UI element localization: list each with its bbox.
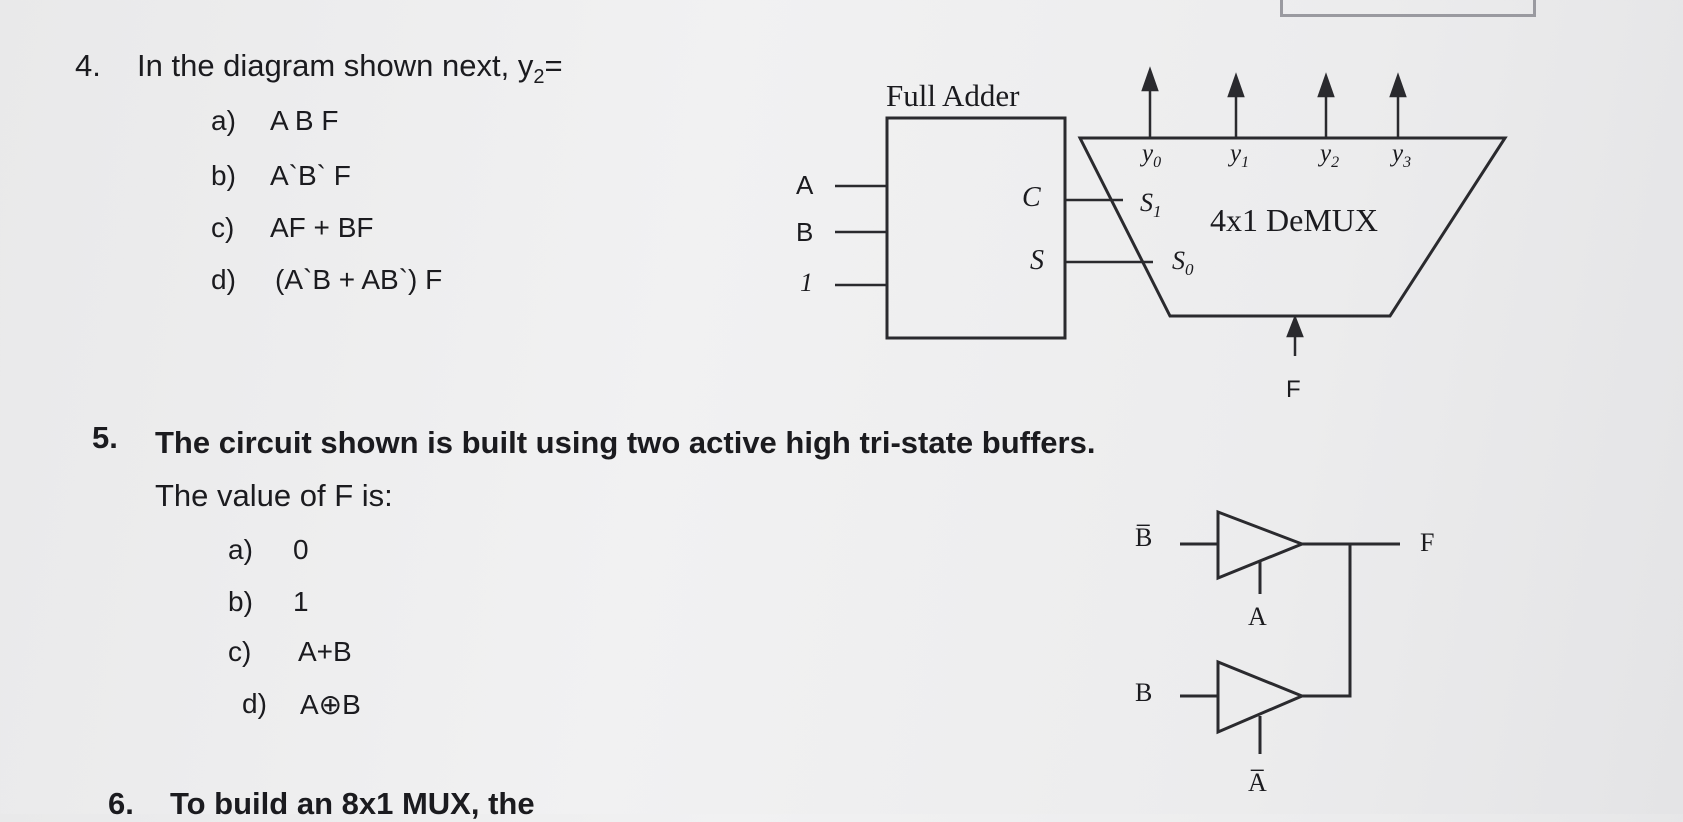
y1-base: y (1230, 140, 1242, 167)
buffer2-triangle (1216, 659, 1306, 735)
select-s0-base: S (1172, 246, 1185, 275)
q4-question-sub: 2 (533, 66, 545, 89)
demux-select-s1: S1 (1140, 188, 1162, 222)
select-s1-base: S (1140, 188, 1153, 217)
q4-option-a-text: A B F (270, 105, 339, 136)
demux-output-y1: y1 (1230, 140, 1249, 172)
y2-sub: 2 (1331, 154, 1340, 171)
q4-question-suffix: = (544, 48, 563, 83)
buffer1-triangle (1216, 509, 1307, 581)
y0-sub: 0 (1153, 154, 1162, 171)
y3-base: y (1392, 140, 1404, 167)
q4-option-c-label: c) (211, 212, 235, 243)
select-s0-sub: 0 (1185, 260, 1194, 280)
q5-number: 5. (92, 420, 118, 455)
demux-body (1077, 136, 1508, 318)
adder-sum-label: S (1030, 245, 1044, 276)
demux-output-y3: y3 (1392, 140, 1411, 172)
buffer2-enable-label: A̅ (1248, 768, 1267, 797)
q5-option-c-label: c) (228, 636, 252, 667)
full-adder-title: Full Adder (886, 78, 1020, 113)
demux-label: 4x1 DeMUX (1210, 202, 1378, 238)
tristate-output-label: F (1420, 528, 1435, 557)
q4-option-d-text: (A`B + AB`) F (275, 264, 443, 295)
q4-option-d-label: d) (211, 264, 236, 295)
y0-base: y (1142, 140, 1154, 167)
adder-input-a-label: A (796, 170, 814, 200)
y3-sub: 3 (1403, 154, 1412, 171)
q5-option-d-label: d) (242, 688, 267, 719)
buffer1-enable-label: A (1248, 602, 1267, 631)
q6-number: 6. (108, 786, 134, 821)
q5-option-d-text: A⊕B (300, 689, 361, 720)
q4-option-a-label: a) (211, 105, 236, 136)
q4-number: 4. (75, 48, 101, 83)
q4-question: In the diagram shown next, y2= (137, 48, 563, 89)
q5-option-b-text: 1 (293, 586, 309, 617)
q5-question-line1: The circuit shown is built using two act… (155, 425, 1096, 460)
demux-data-input-label: F (1286, 376, 1301, 403)
q4-option-b-text: A`B` F (270, 160, 351, 191)
y1-sub: 1 (1241, 154, 1250, 171)
demux-output-y2: y2 (1320, 140, 1339, 172)
demux-output-arrows (1141, 66, 1407, 138)
buffer2-input-label: B (1135, 678, 1153, 707)
demux-select-s0: S0 (1172, 246, 1194, 280)
q5-option-a-label: a) (228, 534, 253, 565)
q5-option-a-text: 0 (293, 534, 309, 565)
buffer1-input-label: B̅ (1135, 523, 1153, 552)
y2-base: y (1320, 140, 1332, 167)
q4-question-text: In the diagram shown next, y (137, 48, 534, 83)
adder-input-1-label: 1 (800, 268, 813, 297)
adder-carry-label: C (1022, 182, 1041, 213)
q6-question: To build an 8x1 MUX, the (170, 786, 535, 821)
top-right-box (1280, 0, 1536, 17)
select-s1-sub: 1 (1153, 202, 1162, 222)
demux-data-input-arrow (1286, 314, 1304, 356)
q5-option-c-text: A+B (298, 636, 352, 667)
demux-output-y0: y0 (1142, 140, 1161, 172)
q5-option-b-label: b) (228, 586, 253, 617)
q4-option-c-text: AF + BF (270, 212, 374, 243)
full-adder-box (885, 116, 1067, 340)
adder-input-b-label: B (796, 217, 814, 247)
q4-option-b-label: b) (211, 160, 236, 191)
q5-question-line2: The value of F is: (155, 478, 393, 513)
q5-diagram (1180, 509, 1400, 754)
